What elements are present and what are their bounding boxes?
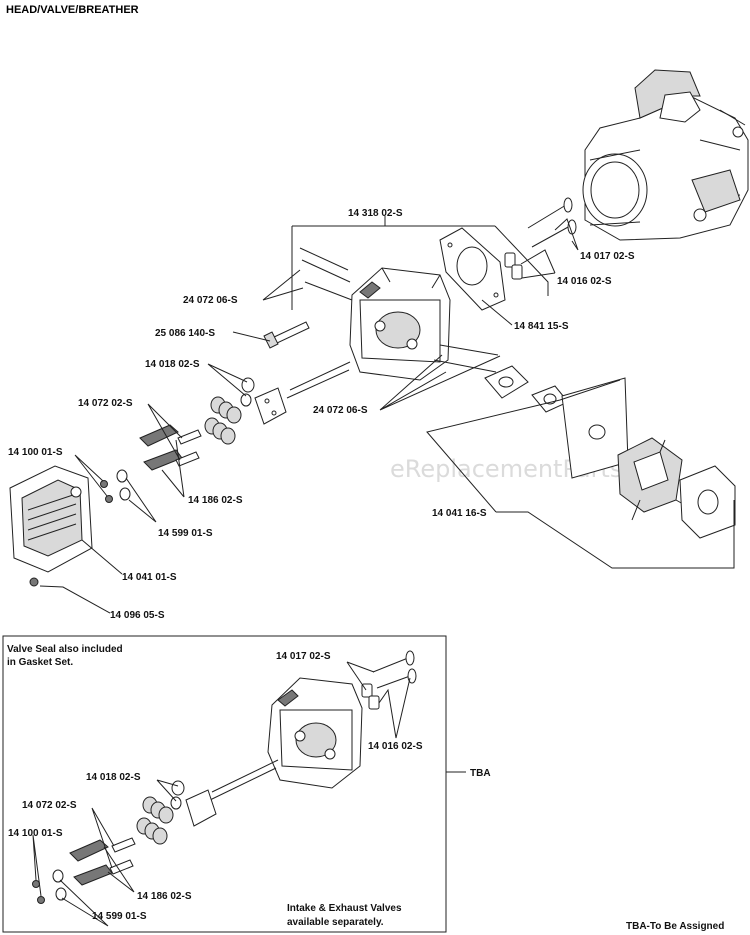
- crankcase-illustration: [582, 69, 749, 241]
- part-label-14599-01s[interactable]: 14 599 01-S: [158, 528, 213, 539]
- valves-illustration: [527, 197, 577, 248]
- inset-valves-illustration: [361, 650, 417, 710]
- inset-cylinder-head-illustration: [267, 677, 363, 789]
- part-label-14041-16s[interactable]: 14 041 16-S: [432, 508, 487, 519]
- inset-valves-note-line-1: Intake & Exhaust Valves: [287, 903, 402, 914]
- inset-springs-illustration: [136, 780, 217, 845]
- part-label-24072-06s-lower[interactable]: 24 072 06-S: [313, 405, 368, 416]
- cylinder-head-illustration: [349, 267, 451, 381]
- part-labels: 14 318 02-S 24 072 06-S 25 086 140-S 14 …: [8, 208, 635, 621]
- inset-part-label-14016-02s[interactable]: 14 016 02-S: [368, 741, 423, 752]
- tba-label[interactable]: TBA: [470, 768, 491, 779]
- tba-legend: TBA-To Be Assigned: [626, 921, 724, 932]
- inset-leader-lines: [32, 661, 466, 927]
- inset-valves-note-line-2: available separately.: [287, 917, 384, 928]
- inset-part-label-14017-02s[interactable]: 14 017 02-S: [276, 651, 331, 662]
- part-label-14096-05s[interactable]: 14 096 05-S: [110, 610, 165, 621]
- part-label-14017-02s[interactable]: 14 017 02-S: [580, 251, 635, 262]
- part-label-25086-140s[interactable]: 25 086 140-S: [155, 328, 215, 339]
- valve-springs-illustration: [204, 396, 242, 445]
- screw-illustration: [263, 321, 310, 349]
- nuts-illustration: [100, 469, 131, 503]
- breather-plate-illustration: [254, 387, 287, 425]
- inset-rocker-arms-illustration: [32, 837, 136, 904]
- part-label-14018-02s[interactable]: 14 018 02-S: [145, 359, 200, 370]
- leader-lines: [39, 216, 735, 614]
- diagram-title: HEAD/VALVE/BREATHER: [6, 4, 139, 16]
- cover-bolt-illustration: [29, 577, 39, 587]
- part-label-14072-02s[interactable]: 14 072 02-S: [78, 398, 133, 409]
- part-label-14041-01s[interactable]: 14 041 01-S: [122, 572, 177, 583]
- sleeves-illustration: [504, 252, 523, 280]
- intake-gaskets-illustration: [484, 365, 629, 479]
- spring-retainers-illustration: [240, 377, 255, 407]
- valve-cover-illustration: [9, 465, 93, 573]
- carburetor-illustration: [617, 437, 736, 539]
- part-label-24072-06s-upper[interactable]: 24 072 06-S: [183, 295, 238, 306]
- rocker-studs-illustration: [175, 429, 202, 467]
- head-bolts-illustration: [286, 247, 499, 399]
- part-label-14100-01s[interactable]: 14 100 01-S: [8, 447, 63, 458]
- inset-note-line-2: in Gasket Set.: [7, 657, 73, 668]
- head-gasket-illustration: [439, 227, 506, 311]
- inset-studs-illustration: [209, 759, 279, 801]
- inset-panel: Valve Seal also included in Gasket Set.: [2, 635, 491, 933]
- part-label-14016-02s[interactable]: 14 016 02-S: [557, 276, 612, 287]
- part-label-14186-02s[interactable]: 14 186 02-S: [188, 495, 243, 506]
- inset-note-line-1: Valve Seal also included: [7, 644, 123, 655]
- inset-part-label-14186-02s[interactable]: 14 186 02-S: [137, 891, 192, 902]
- inset-part-label-14072-02s[interactable]: 14 072 02-S: [22, 800, 77, 811]
- inset-part-label-14018-02s[interactable]: 14 018 02-S: [86, 772, 141, 783]
- inset-part-label-14599-01s[interactable]: 14 599 01-S: [92, 911, 147, 922]
- inset-part-label-14100-01s[interactable]: 14 100 01-S: [8, 828, 63, 839]
- part-label-14841-15s[interactable]: 14 841 15-S: [514, 321, 569, 332]
- part-label-14318-02s[interactable]: 14 318 02-S: [348, 208, 403, 219]
